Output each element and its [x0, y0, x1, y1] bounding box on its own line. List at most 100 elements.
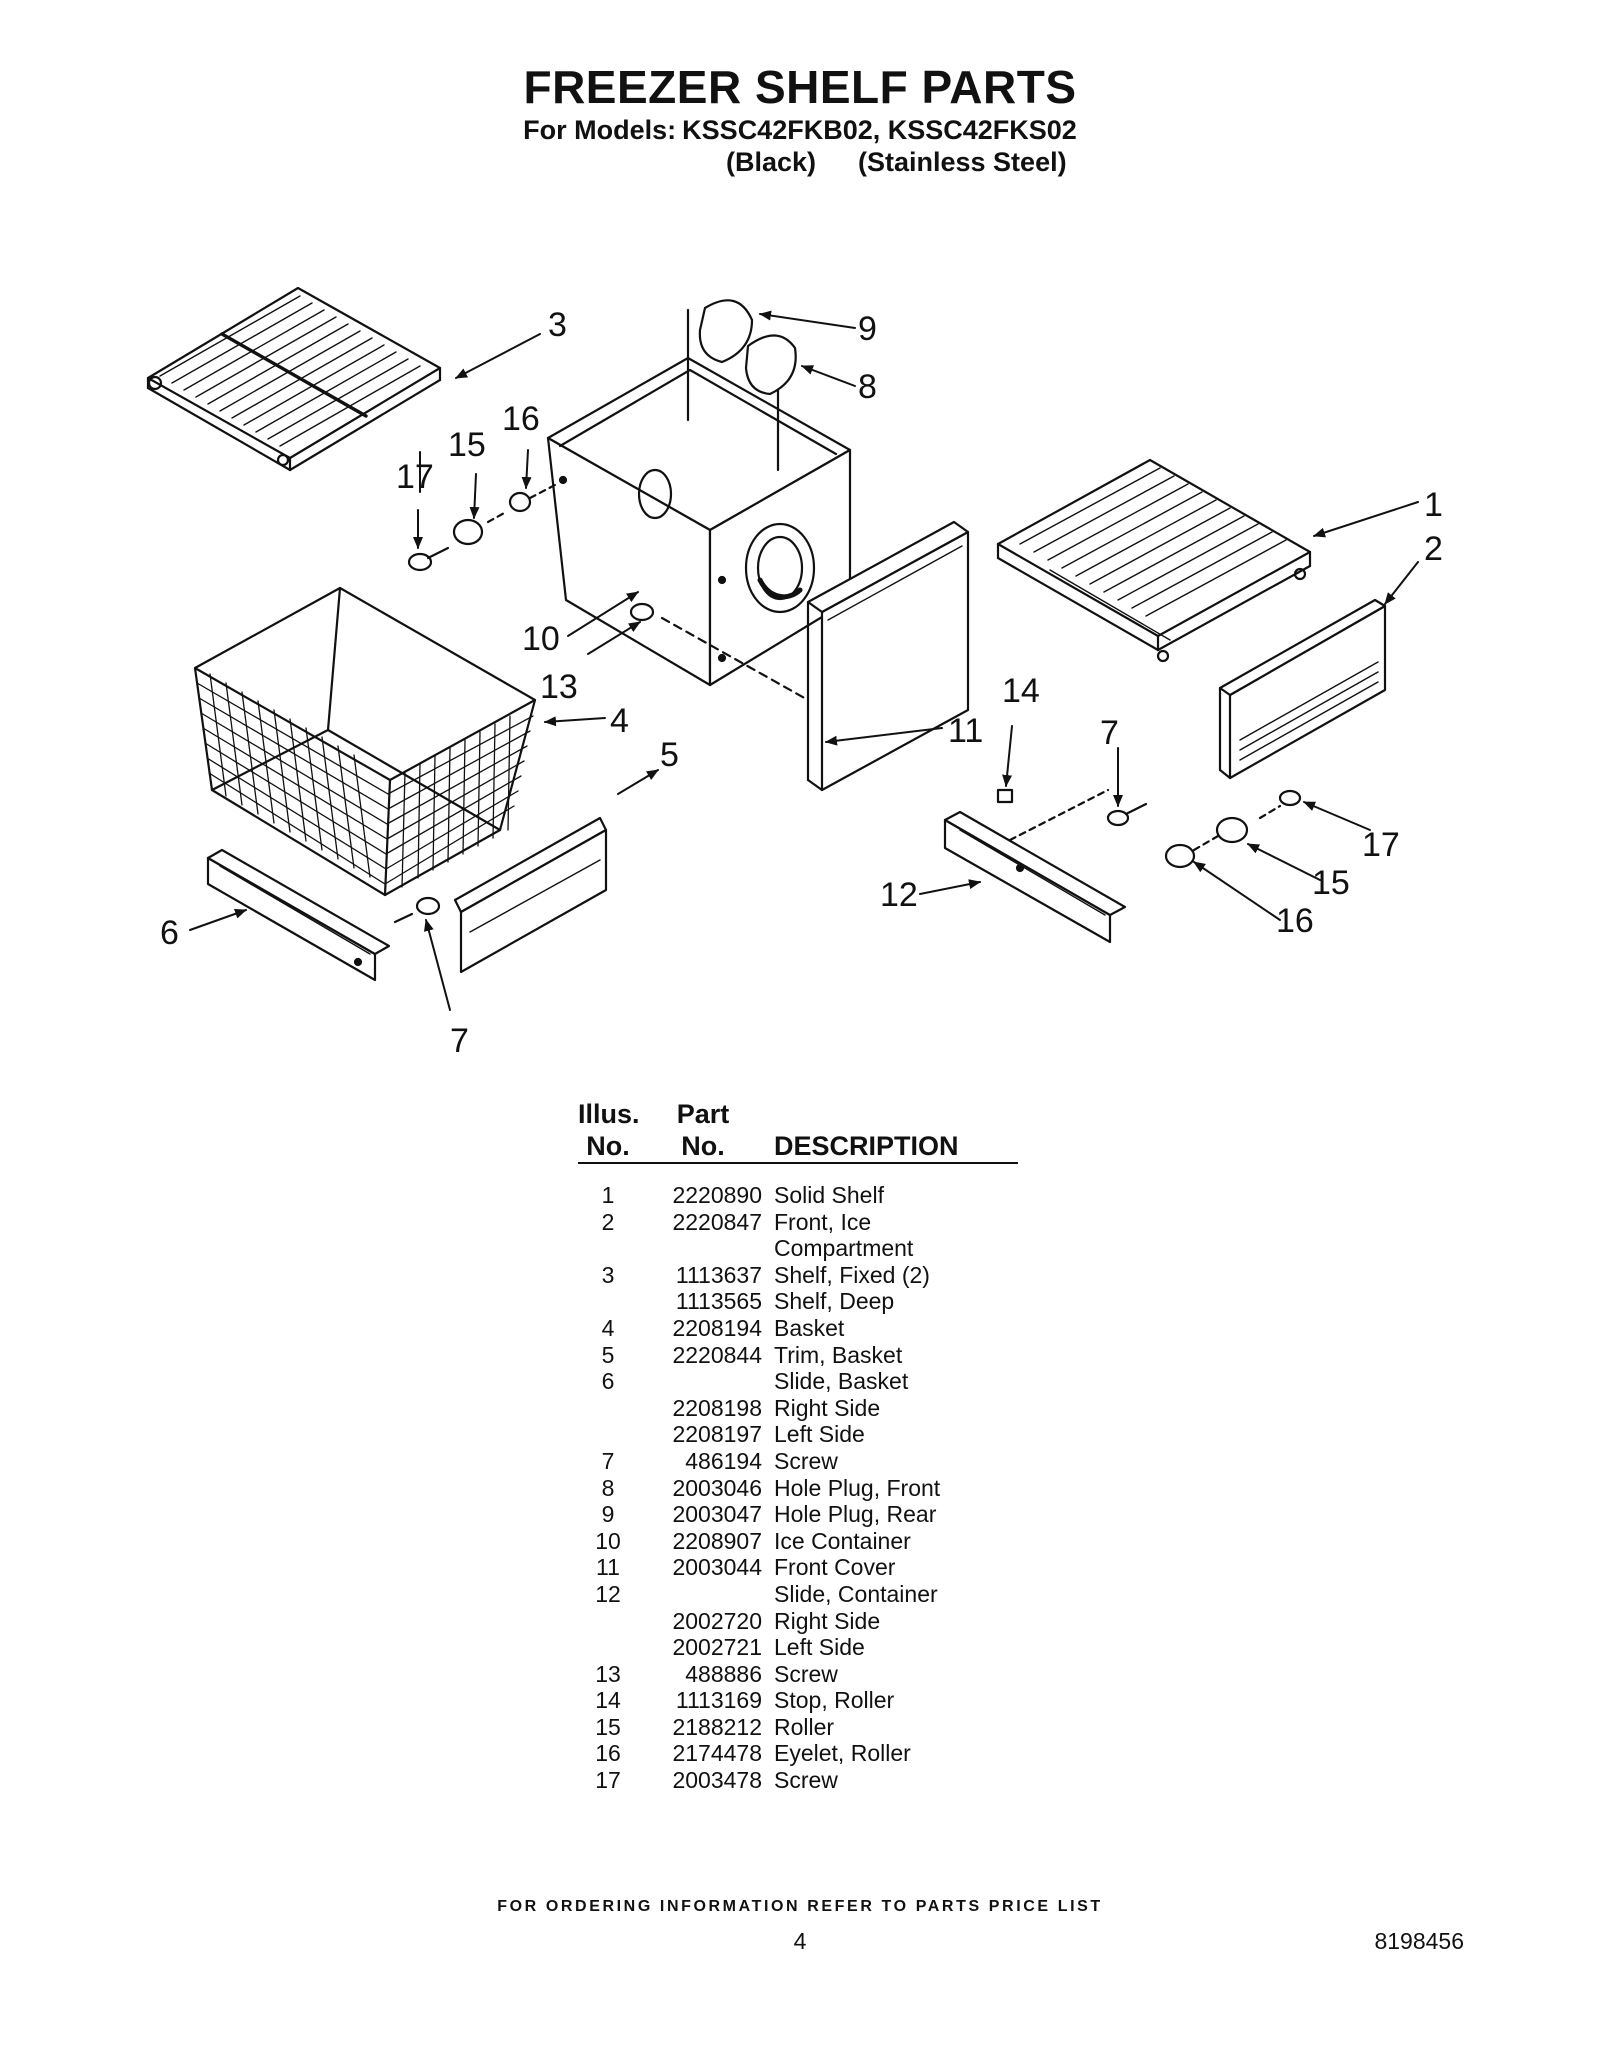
description: Screw	[774, 1767, 838, 1794]
finish-black: (Black)	[726, 147, 817, 177]
table-row: 11 2003044 Front Cover	[578, 1554, 1018, 1581]
part-no: 2003047	[672, 1501, 762, 1528]
finish-line: (Black) (Stainless Steel)	[0, 146, 1600, 178]
callout-11: 11	[948, 712, 983, 750]
description: Shelf, Deep	[774, 1288, 895, 1315]
table-row: 2002720 Right Side	[578, 1608, 1018, 1635]
hardware-drawings	[393, 483, 810, 924]
illus-no: 7	[601, 1447, 615, 1474]
illus-no: 8	[601, 1474, 615, 1501]
finish-stainless: (Stainless Steel)	[858, 147, 1067, 177]
leader-arrows	[189, 310, 1419, 1011]
models-line: For Models:KSSC42FKB02, KSSC42FKS02	[0, 114, 1600, 146]
front-cover-drawing	[806, 520, 970, 792]
callout-15-right: 15	[1312, 864, 1350, 902]
callout-labels: 1 2 3 4 5 6 7 7 8 9 10 11 12 13 14 15 15…	[160, 306, 1443, 1060]
callout-8: 8	[858, 368, 877, 406]
header-illus-line2: No.	[586, 1131, 630, 1161]
header-part-line2: No.	[681, 1131, 725, 1161]
description: Compartment	[774, 1235, 914, 1262]
illus-no: 13	[595, 1660, 621, 1687]
description: Left Side	[774, 1634, 865, 1661]
callout-13: 13	[540, 668, 578, 706]
table-row: 9 2003047 Hole Plug, Rear	[578, 1501, 1018, 1528]
page-number: 4	[793, 1928, 807, 1954]
basket-trim-drawing	[453, 816, 608, 974]
description: Screw	[774, 1660, 838, 1687]
description: Right Side	[774, 1607, 881, 1634]
table-row: 5 2220844 Trim, Basket	[578, 1342, 1018, 1369]
ice-container-drawing	[546, 299, 852, 687]
ice-compartment-front-drawing	[1218, 598, 1387, 780]
models-label: For Models:	[523, 115, 677, 145]
callout-2: 2	[1424, 530, 1443, 568]
description: Roller	[774, 1713, 835, 1740]
callout-1: 1	[1424, 486, 1443, 524]
callout-5: 5	[660, 736, 679, 774]
illus-no: 10	[595, 1527, 621, 1554]
callout-7-right: 7	[1100, 714, 1119, 752]
illus-no: 17	[595, 1767, 621, 1794]
illus-no: 6	[601, 1368, 615, 1395]
illus-no: 2	[601, 1208, 615, 1235]
table-row: 17 2003478 Screw	[578, 1767, 1018, 1794]
description: Left Side	[774, 1421, 865, 1448]
description: Front Cover	[774, 1554, 896, 1581]
description: Trim, Basket	[774, 1341, 903, 1368]
part-no: 2003044	[672, 1554, 762, 1581]
callout-16-right: 16	[1276, 902, 1314, 940]
callout-17-right: 17	[1362, 826, 1400, 864]
illus-no: 12	[595, 1580, 621, 1607]
description: Eyelet, Roller	[774, 1740, 911, 1767]
part-no: 2220890	[672, 1182, 762, 1208]
part-no: 2002720	[672, 1607, 762, 1634]
description: Ice Container	[774, 1527, 911, 1554]
callout-15-left: 15	[448, 426, 486, 464]
callout-6: 6	[160, 914, 179, 952]
table-row: 2208198 Right Side	[578, 1395, 1018, 1422]
table-row: 13 488886 Screw	[578, 1661, 1018, 1688]
part-no: 2003046	[672, 1474, 762, 1501]
callout-14: 14	[1002, 672, 1040, 710]
description: Hole Plug, Rear	[774, 1501, 937, 1528]
exploded-parts-diagram: 1 2 3 4 5 6 7 7 8 9 10 11 12 13 14 15 15…	[146, 286, 1443, 1060]
illus-no: 9	[601, 1501, 615, 1528]
callout-9: 9	[858, 310, 877, 348]
part-no: 488886	[685, 1660, 762, 1687]
model-numbers: KSSC42FKB02, KSSC42FKS02	[682, 115, 1077, 145]
header-illus-line1: Illus.	[578, 1099, 640, 1129]
callout-7-left: 7	[450, 1022, 469, 1060]
callout-10: 10	[522, 620, 560, 658]
illus-no: 11	[596, 1554, 620, 1581]
part-no: 1113637	[675, 1261, 762, 1288]
part-no: 2188212	[672, 1713, 762, 1740]
solid-shelf-drawing	[996, 458, 1312, 663]
part-no: 2002721	[672, 1634, 762, 1661]
part-no: 486194	[685, 1447, 762, 1474]
illus-no: 5	[601, 1341, 615, 1368]
part-no: 2220844	[672, 1341, 762, 1368]
illus-no: 16	[595, 1740, 621, 1767]
part-no: 2003478	[672, 1767, 762, 1794]
table-row: 2002721 Left Side	[578, 1634, 1018, 1661]
callout-3: 3	[548, 306, 567, 344]
parts-list-header: Illus. No. Part No. DESCRIPTION	[578, 1098, 1018, 1164]
part-no: 2208907	[672, 1527, 762, 1554]
description: Basket	[774, 1314, 845, 1341]
part-no: 2208198	[672, 1394, 762, 1421]
part-no: 2220847	[672, 1208, 762, 1235]
callout-16-left: 16	[502, 400, 540, 438]
part-no: 2174478	[672, 1740, 762, 1767]
table-row: 16 2174478 Eyelet, Roller	[578, 1740, 1018, 1767]
description: Right Side	[774, 1394, 881, 1421]
